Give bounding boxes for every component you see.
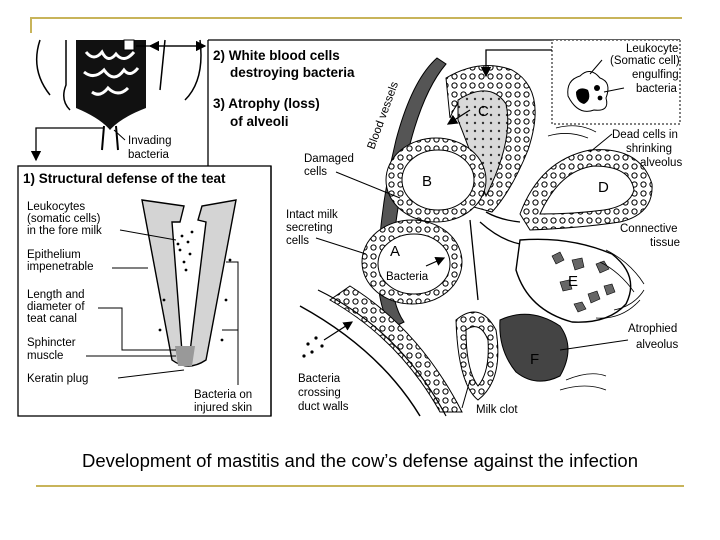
leukocytes-fore-3: in the fore milk bbox=[27, 225, 102, 237]
letter-e: E bbox=[568, 273, 578, 290]
damaged-1: Damaged bbox=[304, 153, 354, 165]
milk-clot-label: Milk clot bbox=[476, 404, 518, 416]
teat-leader-lines bbox=[86, 229, 239, 385]
leukocyte-drawing bbox=[567, 71, 609, 112]
epithelium-1: Epithelium bbox=[27, 249, 81, 261]
letter-f: F bbox=[530, 351, 539, 368]
crossing-bacteria bbox=[302, 336, 324, 358]
letter-d: D bbox=[598, 179, 609, 196]
dead-cells-2: shrinking bbox=[626, 143, 672, 155]
sphincter-1: Sphincter bbox=[27, 337, 76, 349]
atrophy-1: 3) Atrophy (loss) bbox=[213, 96, 320, 111]
dead-cells-1: Dead cells in bbox=[612, 129, 678, 141]
white-cells-1: 2) White blood cells bbox=[213, 48, 340, 63]
leukocyte-1: Leukocyte bbox=[626, 43, 678, 55]
alveolus-f bbox=[499, 313, 569, 382]
atrophied-2: alveolus bbox=[636, 339, 678, 351]
length-2: diameter of bbox=[27, 301, 85, 313]
leukocytes-fore-2: (somatic cells) bbox=[27, 213, 101, 225]
bottom-rule bbox=[36, 485, 684, 487]
leukocyte-2: (Somatic cell) bbox=[610, 55, 680, 67]
leukocyte-3: engulfing bbox=[632, 69, 679, 81]
intact-3: cells bbox=[286, 235, 309, 247]
dead-cells-3: alveolus bbox=[640, 157, 682, 169]
epithelium-2: impenetrable bbox=[27, 261, 93, 273]
intact-1: Intact milk bbox=[286, 209, 338, 221]
arrow-to-leukocyte bbox=[480, 49, 552, 78]
crossing-1: Bacteria bbox=[298, 373, 341, 385]
alveolus-e bbox=[515, 238, 632, 323]
structural-title: 1) Structural defense of the teat bbox=[23, 171, 226, 186]
top-rule bbox=[30, 17, 682, 19]
letter-b: B bbox=[422, 173, 432, 190]
atrophy-2: of alveoli bbox=[230, 114, 289, 129]
injured-1: Bacteria on bbox=[194, 389, 252, 401]
letter-a: A bbox=[390, 243, 400, 260]
connective-1: Connective bbox=[620, 223, 678, 235]
damaged-2: cells bbox=[304, 166, 327, 178]
crossing-2: crossing bbox=[298, 387, 341, 399]
teat-drawing bbox=[141, 199, 237, 367]
length-1: Length and bbox=[27, 289, 85, 301]
arrow-to-panel1 bbox=[30, 127, 103, 162]
letter-c: C bbox=[478, 103, 489, 120]
top-rule-tick bbox=[30, 17, 32, 33]
mastitis-diagram: Invading bacteria 1) Structural defense … bbox=[17, 39, 682, 417]
bacteria-inner-label: Bacteria bbox=[386, 271, 429, 283]
connective-tissue bbox=[547, 125, 645, 391]
injured-2: injured skin bbox=[194, 402, 252, 414]
invading-label-2: bacteria bbox=[128, 149, 170, 161]
udder-pictogram bbox=[35, 39, 202, 151]
white-cells-2: destroying bacteria bbox=[230, 65, 355, 80]
invading-label-1: Invading bbox=[128, 135, 171, 147]
intact-2: secreting bbox=[286, 222, 333, 234]
atrophied-1: Atrophied bbox=[628, 323, 677, 335]
caption: Development of mastitis and the cow’s de… bbox=[81, 450, 638, 471]
crossing-3: duct walls bbox=[298, 401, 349, 413]
sphincter-2: muscle bbox=[27, 350, 63, 362]
connective-2: tissue bbox=[650, 237, 680, 249]
keratin-label: Keratin plug bbox=[27, 373, 88, 385]
leukocytes-fore-1: Leukocytes bbox=[27, 201, 85, 213]
leukocyte-4: bacteria bbox=[636, 83, 678, 95]
length-3: teat canal bbox=[27, 313, 77, 325]
